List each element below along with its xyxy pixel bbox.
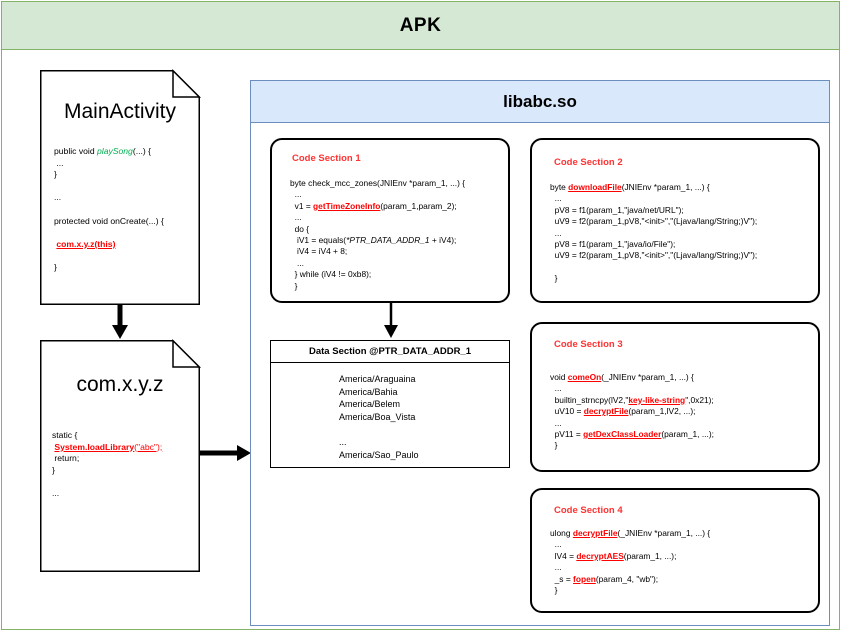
code-section-3-code: void comeOn(_JNIEnv *param_1, ...) { ...… [550, 372, 714, 451]
load-library-call[interactable]: System.loadLibrary [54, 441, 135, 452]
decrypt-file-link-3[interactable]: decryptFile [583, 406, 629, 417]
com-xyz-shape [40, 338, 202, 572]
get-dex-class-loader-link[interactable]: getDexClassLoader [583, 429, 662, 440]
ptr-data-addr-ref: *PTR_DATA_ADDR_1 [346, 235, 430, 246]
decrypt-file-link-4[interactable]: decryptFile [572, 528, 618, 538]
signature-suffix: (JNIEnv *param_1, ...) { [621, 182, 710, 192]
code-section-1-card[interactable]: Code Section 1 byte check_mcc_zones(JNIE… [270, 138, 510, 303]
code-section-4-code: ulong decryptFile(_JNIEnv *param_1, ...)… [550, 528, 711, 596]
main-activity-document: MainActivity public void playSong(...) {… [40, 68, 202, 305]
main-activity-title: MainActivity [63, 100, 177, 123]
decrypt-aes-link[interactable]: decryptAES [576, 550, 624, 561]
code-line: byte check_mcc_zones(JNIEnv *param_1, ..… [290, 178, 466, 188]
data-section-box: Data Section @PTR_DATA_ADDR_1 America/Ar… [270, 340, 510, 468]
code-line: ulong decryptFile(_JNIEnv *param_1, ...)… [550, 528, 711, 538]
data-section-entries: America/Araguaina America/Bahia America/… [339, 374, 419, 460]
code-section-3-card[interactable]: Code Section 3 void comeOn(_JNIEnv *para… [530, 322, 820, 472]
apk-header: APK [2, 2, 839, 50]
main-activity-code: public void playSong(...) { ... } ... pr… [54, 146, 164, 272]
libabc-title: libabc.so [503, 91, 577, 111]
load-library-args: ("abc"); [134, 441, 163, 452]
key-like-string-link[interactable]: key-like-string [628, 394, 686, 405]
com-xyz-title: com.x.y.z [76, 373, 164, 396]
code-line: byte downloadFile(JNIEnv *param_1, ...) … [550, 182, 710, 192]
libabc-header: libabc.so [251, 81, 829, 123]
apk-title: APK [399, 14, 442, 36]
download-file-link[interactable]: downloadFile [568, 182, 622, 192]
com-xyz-document: com.x.y.z static { System.loadLibrary("a… [40, 338, 202, 572]
come-on-link[interactable]: comeOn [567, 372, 602, 382]
com-xyz-code: static { System.loadLibrary("abc"); retu… [52, 430, 163, 498]
code-section-4-card[interactable]: Code Section 4 ulong decryptFile(_JNIEnv… [530, 488, 820, 613]
code-section-2-code: byte downloadFile(JNIEnv *param_1, ...) … [550, 182, 758, 284]
fopen-link[interactable]: fopen [573, 573, 596, 584]
code-section-4-title: Code Section 4 [554, 505, 623, 516]
play-song-method: playSong [97, 146, 133, 156]
code-section-2-title: Code Section 2 [554, 157, 623, 168]
code-line: void comeOn(_JNIEnv *param_1, ...) { [550, 372, 694, 382]
code-section-3-title: Code Section 3 [554, 339, 623, 350]
signature-prefix: byte [550, 182, 569, 192]
code-section-1-title: Code Section 1 [292, 153, 361, 164]
code-section-2-card[interactable]: Code Section 2 byte downloadFile(JNIEnv … [530, 138, 820, 303]
code-line: public void playSong(...) { [54, 146, 151, 156]
loop-condition: } while (iV4 != 0xb8); [294, 269, 372, 280]
com-xyz-call[interactable]: com.x.y.z(this) [56, 238, 116, 249]
code-section-1-code: byte check_mcc_zones(JNIEnv *param_1, ..… [290, 178, 466, 291]
data-section-title: Data Section @PTR_DATA_ADDR_1 [271, 341, 509, 363]
main-activity-shape [40, 68, 202, 305]
get-time-zone-info-link[interactable]: getTimeZoneInfo [313, 200, 381, 211]
